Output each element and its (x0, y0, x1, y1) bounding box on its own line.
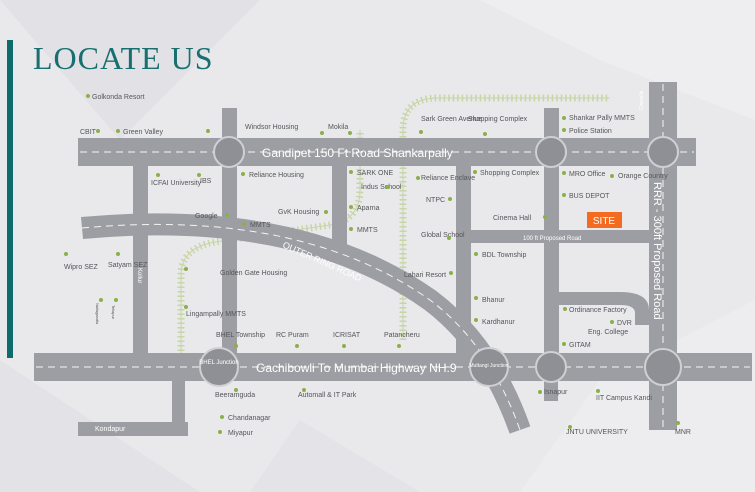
place-mmts-left: MMTS (250, 222, 271, 229)
place-rc-puram: RC Puram (276, 332, 309, 339)
place-cinema: Cinema Hall (493, 215, 532, 222)
place-dvr: DVR (617, 320, 632, 327)
road-label-100ft: 100 ft Proposed Road (523, 236, 581, 242)
place-shopping-top: Shopping Complex (468, 116, 528, 123)
place-lahari: Lahari Resort (404, 272, 446, 279)
accent-bar (7, 40, 13, 358)
place-bdl: BDL Township (482, 252, 526, 259)
place-lingampally: Lingampally MMTS (186, 311, 246, 318)
place-windsor: Windsor Housing (245, 124, 298, 131)
place-eng-college: Eng. College (588, 329, 628, 336)
place-miyapur: Miyapur (228, 430, 254, 437)
place-ibs: IBS (200, 178, 212, 185)
place-kardhanur: Kardhanur (482, 319, 515, 326)
place-sark-green: Sark Green Avenue (421, 116, 482, 123)
place-orange: Orange Country (618, 173, 668, 180)
place-google: Google (195, 213, 218, 220)
place-icfai: ICFAI University (151, 180, 202, 187)
place-iit: IIT Campus Kandi (596, 395, 652, 402)
place-bhel-township: BHEL Township (216, 332, 265, 339)
road-label-chevella: Chevella (639, 90, 645, 110)
junction-muttangi-label: Muttangi Junction (469, 363, 508, 369)
place-police: Police Station (569, 128, 612, 135)
place-global: Global School (421, 232, 465, 239)
place-ntpc: NTPC (426, 197, 445, 204)
place-green-valley: Green Valley (123, 129, 163, 136)
place-bhanur: Bhanur (482, 297, 505, 304)
site-label: SITE (593, 216, 616, 227)
roundabouts (199, 136, 682, 387)
place-shopping-mid: Shopping Complex (480, 170, 540, 177)
place-golkonda: Golkonda Resort (92, 94, 145, 101)
place-shankarpally-mmts: Shankar Pally MMTS (569, 115, 635, 122)
place-gvk: GvK Housing (278, 209, 319, 216)
place-mokila: Mokila (328, 124, 348, 131)
place-cbit: CBIT (80, 129, 97, 136)
place-automall: Automall & IT Park (298, 392, 357, 399)
page-title: LOCATE US (33, 40, 214, 76)
place-mro: MRO Office (569, 171, 606, 178)
road-label-rrr: RRR - 300ft Proposed Road (651, 182, 663, 320)
road-label-tellapur: Tellapur (111, 305, 116, 320)
place-gitam: GITAM (569, 342, 591, 349)
place-sark-one: SARK ONE (357, 170, 394, 177)
landmarks: Golkonda Resort CBIT Green Valley Windso… (64, 94, 691, 437)
place-mnr: MNR (675, 429, 691, 436)
place-golden-gate: Golden Gate Housing (220, 270, 287, 277)
site-marker[interactable]: SITE (587, 212, 622, 228)
place-wipro: Wipro SEZ (64, 264, 99, 271)
road-label-gachibowli: Gachibowli To Mumbai Highway NH.9 (256, 361, 457, 375)
place-indus: Indus School (361, 184, 402, 191)
place-reliance-enclave: Reliance Enclave (421, 175, 475, 182)
place-satyam: Satyam SEZ (108, 262, 148, 269)
place-reliance-housing: Reliance Housing (249, 172, 304, 179)
place-aparna: Aparna (357, 205, 380, 212)
place-ordinance: Ordinance Factory (569, 307, 627, 314)
junction-bhel: BHEL Junction (199, 360, 238, 366)
road-label-gandipet: Gandipet 150 Ft Road Shankarpally (262, 146, 453, 160)
place-patancheru: Patancheru (384, 332, 420, 339)
place-bus-depot: BUS DEPOT (569, 193, 610, 200)
place-jntu: JNTU UNIVERSITY (566, 429, 628, 436)
road-label-nallagandla: Nallagandla (95, 303, 100, 325)
road-label-kollur: Kollur (136, 268, 142, 283)
road-network (34, 82, 752, 436)
place-beeramguda: Beeramguda (215, 392, 255, 399)
place-chandanagar: Chandanagar (228, 415, 271, 422)
place-icrisat: ICRISAT (333, 332, 361, 339)
junction-bhel-label: BHEL Junction (199, 360, 238, 366)
place-mmts-mid: MMTS (357, 227, 378, 234)
place-isnapur: Isnapur (544, 389, 568, 396)
junction-muttangi: Muttangi Junction (469, 363, 508, 369)
place-kondapur: Kondapur (95, 426, 126, 433)
